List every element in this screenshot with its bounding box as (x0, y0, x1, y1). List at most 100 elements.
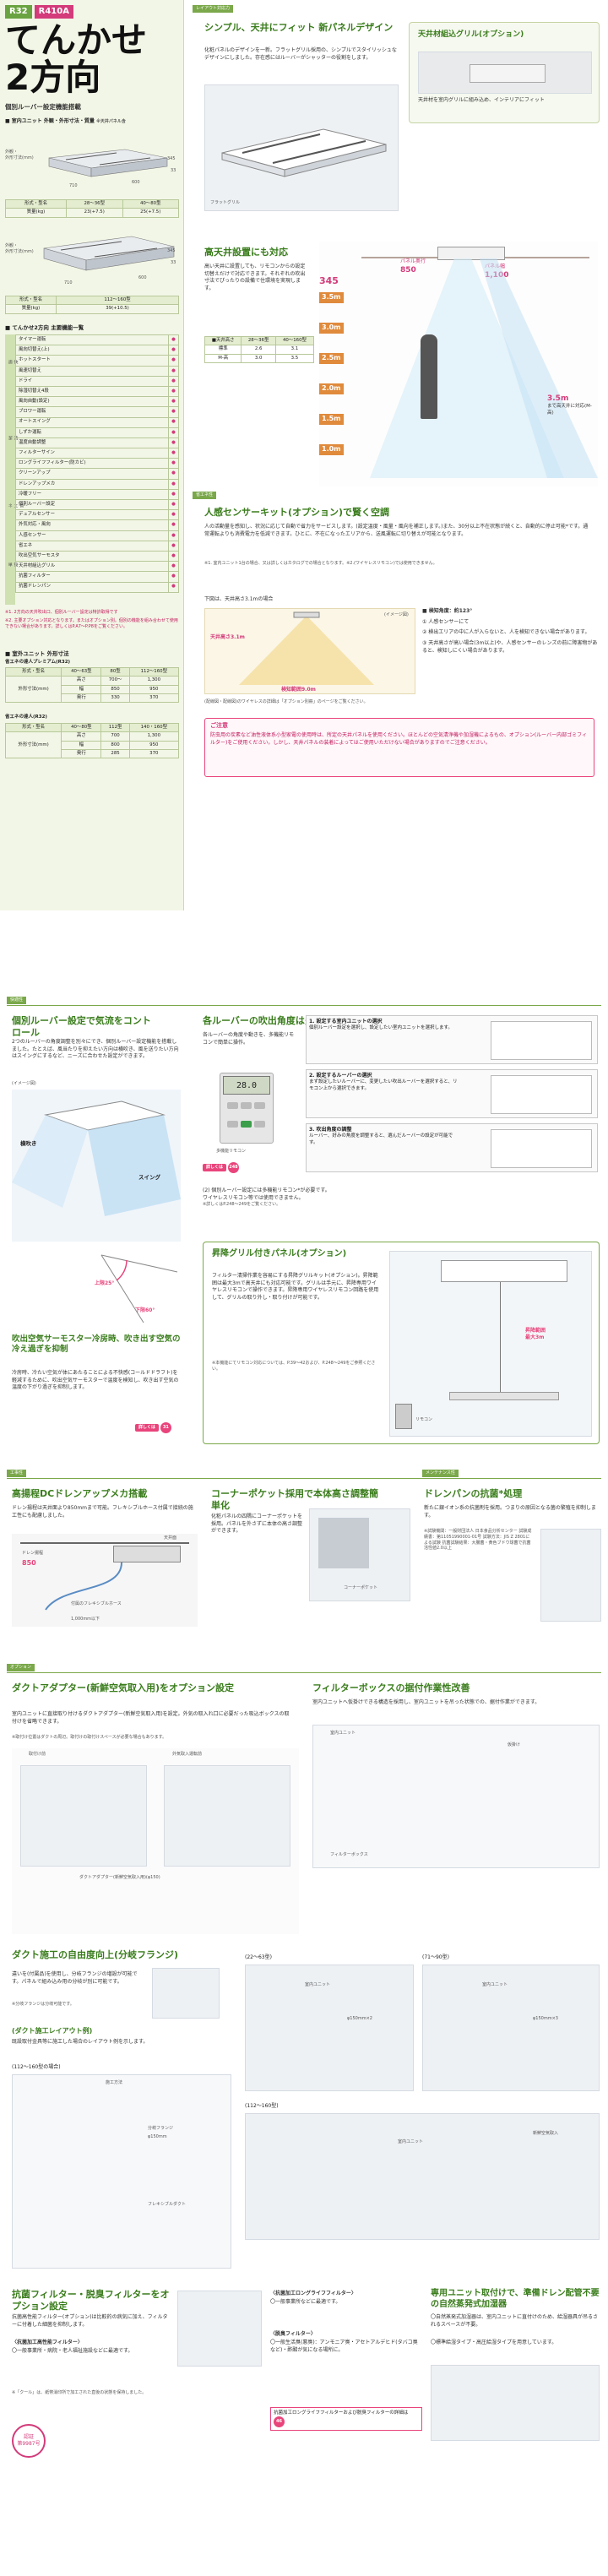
corner-pocket-heading: コーナーポケット採用で本体高さ調整簡単化 (211, 1488, 378, 1511)
dims-drawing-small: 外観・外形寸法(mm) 710 600 345 33 (5, 131, 179, 197)
angle-figure: 上限25° 下限60° (93, 1247, 186, 1324)
duct-adapter-heading: ダクトアダプター(新鮮空気取入用)をオプション設定 (12, 1682, 235, 1693)
sensor-figure: (イメージ図) 天井高さ3.1m 検知範囲9.0m (204, 608, 415, 694)
feature-table: タイマー運転●風向切替え(上)●ホットスタート●風速切替え●ドライ●除湿切替え4… (15, 334, 179, 593)
filter-photo (177, 2291, 262, 2367)
feature-row: タイマー運転● (15, 334, 179, 346)
sensor-text: 人の活動量を感知し、状況に応じて自動で省力をサービスします。(設定温度・風量・風… (204, 524, 589, 537)
feature-dot-icon: ● (168, 550, 179, 562)
feature-note-1: ※1. 2方向の天井吹出口、個別ルーバー設定は特許取得です (5, 610, 118, 615)
feature-dot-icon: ● (168, 498, 179, 511)
feature-row: オートスイング● (15, 416, 179, 428)
feature-dot-icon: ● (168, 334, 179, 346)
sensor-bottom: 下図は、天井高さ3.1mの場合 (204, 596, 274, 602)
feature-row: 温度自動調整● (15, 437, 179, 449)
feature-row: 人感センサー● (15, 530, 179, 541)
remote-button[interactable] (227, 1120, 238, 1128)
high-ceiling-text: 高い天井に設置しても、リモコンからの設定切替えだけで対応できます。それぞれの吹出… (204, 264, 306, 292)
sensor-note: ※1. 室内ユニット1台の場合、又は詳しくはカタログでの場合となります。※2.(… (204, 561, 437, 566)
options-section: オプション ダクトアダプター(新鮮空気取入用)をオプション設定 室内ユニットに直… (0, 1664, 608, 2576)
drainpan-heading: ドレンパンの抗菌*処理 (424, 1488, 523, 1499)
drain-heading: 高揚程DCドレンアップメカ搭載 (12, 1488, 148, 1499)
layout-example-heading: (ダクト施工レイアウト例) (12, 2027, 93, 2035)
feature-row: デュアルセンサー● (15, 509, 179, 521)
step-3: 3. 吹出角度の調整 ルーバー、好みの角度を調整すると、選んだルーバーの設定が可… (306, 1123, 598, 1172)
height-label: 2.0m (319, 383, 344, 394)
feature-row: クリーンアップ● (15, 468, 179, 480)
detail-link-248[interactable]: 詳しくは 248 (203, 1162, 239, 1173)
multi-remote[interactable]: 28.0 (220, 1073, 274, 1144)
filter-detail-link[interactable]: 抗菌加工ロングライフフィルターおよび脱臭フィルターの詳細は 46 (270, 2407, 422, 2432)
feature-name: クリーンアップ (15, 468, 169, 480)
feature-dot-icon: ● (168, 427, 179, 438)
height-label: 1.5m (319, 414, 344, 425)
feature-row: 抗菌ドレンパン● (15, 581, 179, 593)
feature-name: タイマー運転 (15, 334, 169, 346)
feature-name: 冷暖フリー (15, 488, 169, 501)
outdoor-sub-1: 省エネの達人プレミアム(R32) (5, 660, 71, 665)
corner-pocket-photo: コーナーポケット (309, 1508, 410, 1601)
thermo-text: 冷房時、冷たい空気が体にあたることによる不快感(コールドドラフト)を軽減するため… (12, 1370, 179, 1391)
louver-heading: 個別ルーバー設定で気流をコントロール (12, 1015, 151, 1038)
remote-button[interactable] (254, 1102, 265, 1109)
feature-row: 風向自動(設定)● (15, 396, 179, 408)
feature-name: 個別ルーバー設定 (15, 498, 169, 511)
layout-section-label: レイアウト対応力 (193, 5, 234, 13)
drainpan-note: ※試験機関：一般財団法人 日本食品分析センター 試験成績書：第110519900… (424, 1529, 532, 1552)
feature-dot-icon: ● (168, 540, 179, 552)
work-section: 工事性 メンテナンス性 高揚程DCドレンアップメカ搭載 ドレン揚程は天井面より8… (0, 1470, 608, 1655)
feature-row: 抗菌フィルター● (15, 571, 179, 583)
feature-dot-icon: ● (168, 468, 179, 480)
feature-row: 吹出空気サーモスタ● (15, 550, 179, 562)
feature-name: しずか運転 (15, 427, 169, 438)
humidifier-heading: 専用ユニット取付けで、準備ドレン配管不要の自然蒸発式加湿器 (431, 2289, 600, 2309)
feature-name: オートスイング (15, 416, 169, 428)
feature-dot-icon: ● (168, 448, 179, 459)
feature-row: ドレンアップメカ● (15, 478, 179, 490)
lift-grille-box: 昇降グリル付きパネル(オプション) フィルター清掃作業を容易にする昇降グリルキッ… (203, 1242, 600, 1444)
product-subtitle: 個別ルーバー設定機能搭載 (5, 103, 81, 111)
corner-pocket-text: 化粧パネルの四隅にコーナーポケットを採用。パネルを外さずに本体の高さ調整ができま… (211, 1514, 303, 1535)
feature-row: 省エネ● (15, 540, 179, 552)
height-label: 1.0m (319, 444, 344, 455)
feature-row: 風向切替え(上)● (15, 345, 179, 356)
flange-photo (152, 1968, 220, 2019)
feature-name: 抗菌フィルター (15, 571, 169, 583)
energy-section-label: 省エネ性 (193, 492, 217, 499)
remote-run-button[interactable] (241, 1120, 252, 1128)
remote-button[interactable] (241, 1102, 252, 1109)
sensor-heading: 人感センサーキット(オプション)で賢く空調 (204, 507, 390, 518)
feature-row: ホットスタート● (15, 355, 179, 367)
right-top-area: レイアウト対応力 シンプル、天井にフィット 新パネルデザイン 化粧パネルのデザイ… (193, 0, 603, 910)
unit-outline-large (43, 236, 175, 271)
duct-layout-example: 施工方法 分岐フランジ φ150mm フレキシブルダクト (12, 2074, 231, 2269)
lift-remote[interactable] (395, 1404, 412, 1429)
detail-link-31[interactable]: 詳しくは 31 (135, 1422, 171, 1433)
outdoor-sub-2: 省エネの達人(R32) (5, 715, 47, 720)
feature-name: 風向自動(設定) (15, 396, 169, 408)
flange-heading: ダクト施工の自由度向上(分岐フランジ) (12, 1949, 179, 1960)
feature-name: ドライ (15, 375, 169, 387)
step-3-screen (491, 1129, 592, 1168)
feature-dot-icon: ● (168, 385, 179, 398)
feature-name: 除湿切替え4段 (15, 385, 169, 398)
feature-note-2: ※2. 主要オプション対応となります。またはオプション別。個別の機能を組み合わせ… (5, 618, 178, 629)
feature-dot-icon: ● (168, 519, 179, 531)
notice-box: ご注意 防虫用の炭素など油性液体系小型家電の使用時は、所定の天井パネルを使用くだ… (204, 718, 594, 777)
remote-button[interactable] (254, 1120, 265, 1128)
remote-button[interactable] (227, 1102, 238, 1109)
person-figure (421, 334, 437, 419)
lift-grille-illustration: 昇降範囲最大3m リモコン (389, 1251, 592, 1437)
comfort-label: 快適性 (7, 997, 27, 1004)
feature-row: ブロワー運転● (15, 406, 179, 418)
comfort-section-2: 冷房時、冷たい空気が体にあたることによる不快感(コールドドラフト)を軽減するため… (0, 1242, 608, 1461)
feature-row: 除湿切替え4段● (15, 385, 179, 398)
feature-name: 風向切替え(上) (15, 345, 169, 356)
feature-name: 風速切替え (15, 365, 169, 377)
feature-heading: ■ てんかせ2方向 主要機能一覧 (5, 324, 84, 331)
